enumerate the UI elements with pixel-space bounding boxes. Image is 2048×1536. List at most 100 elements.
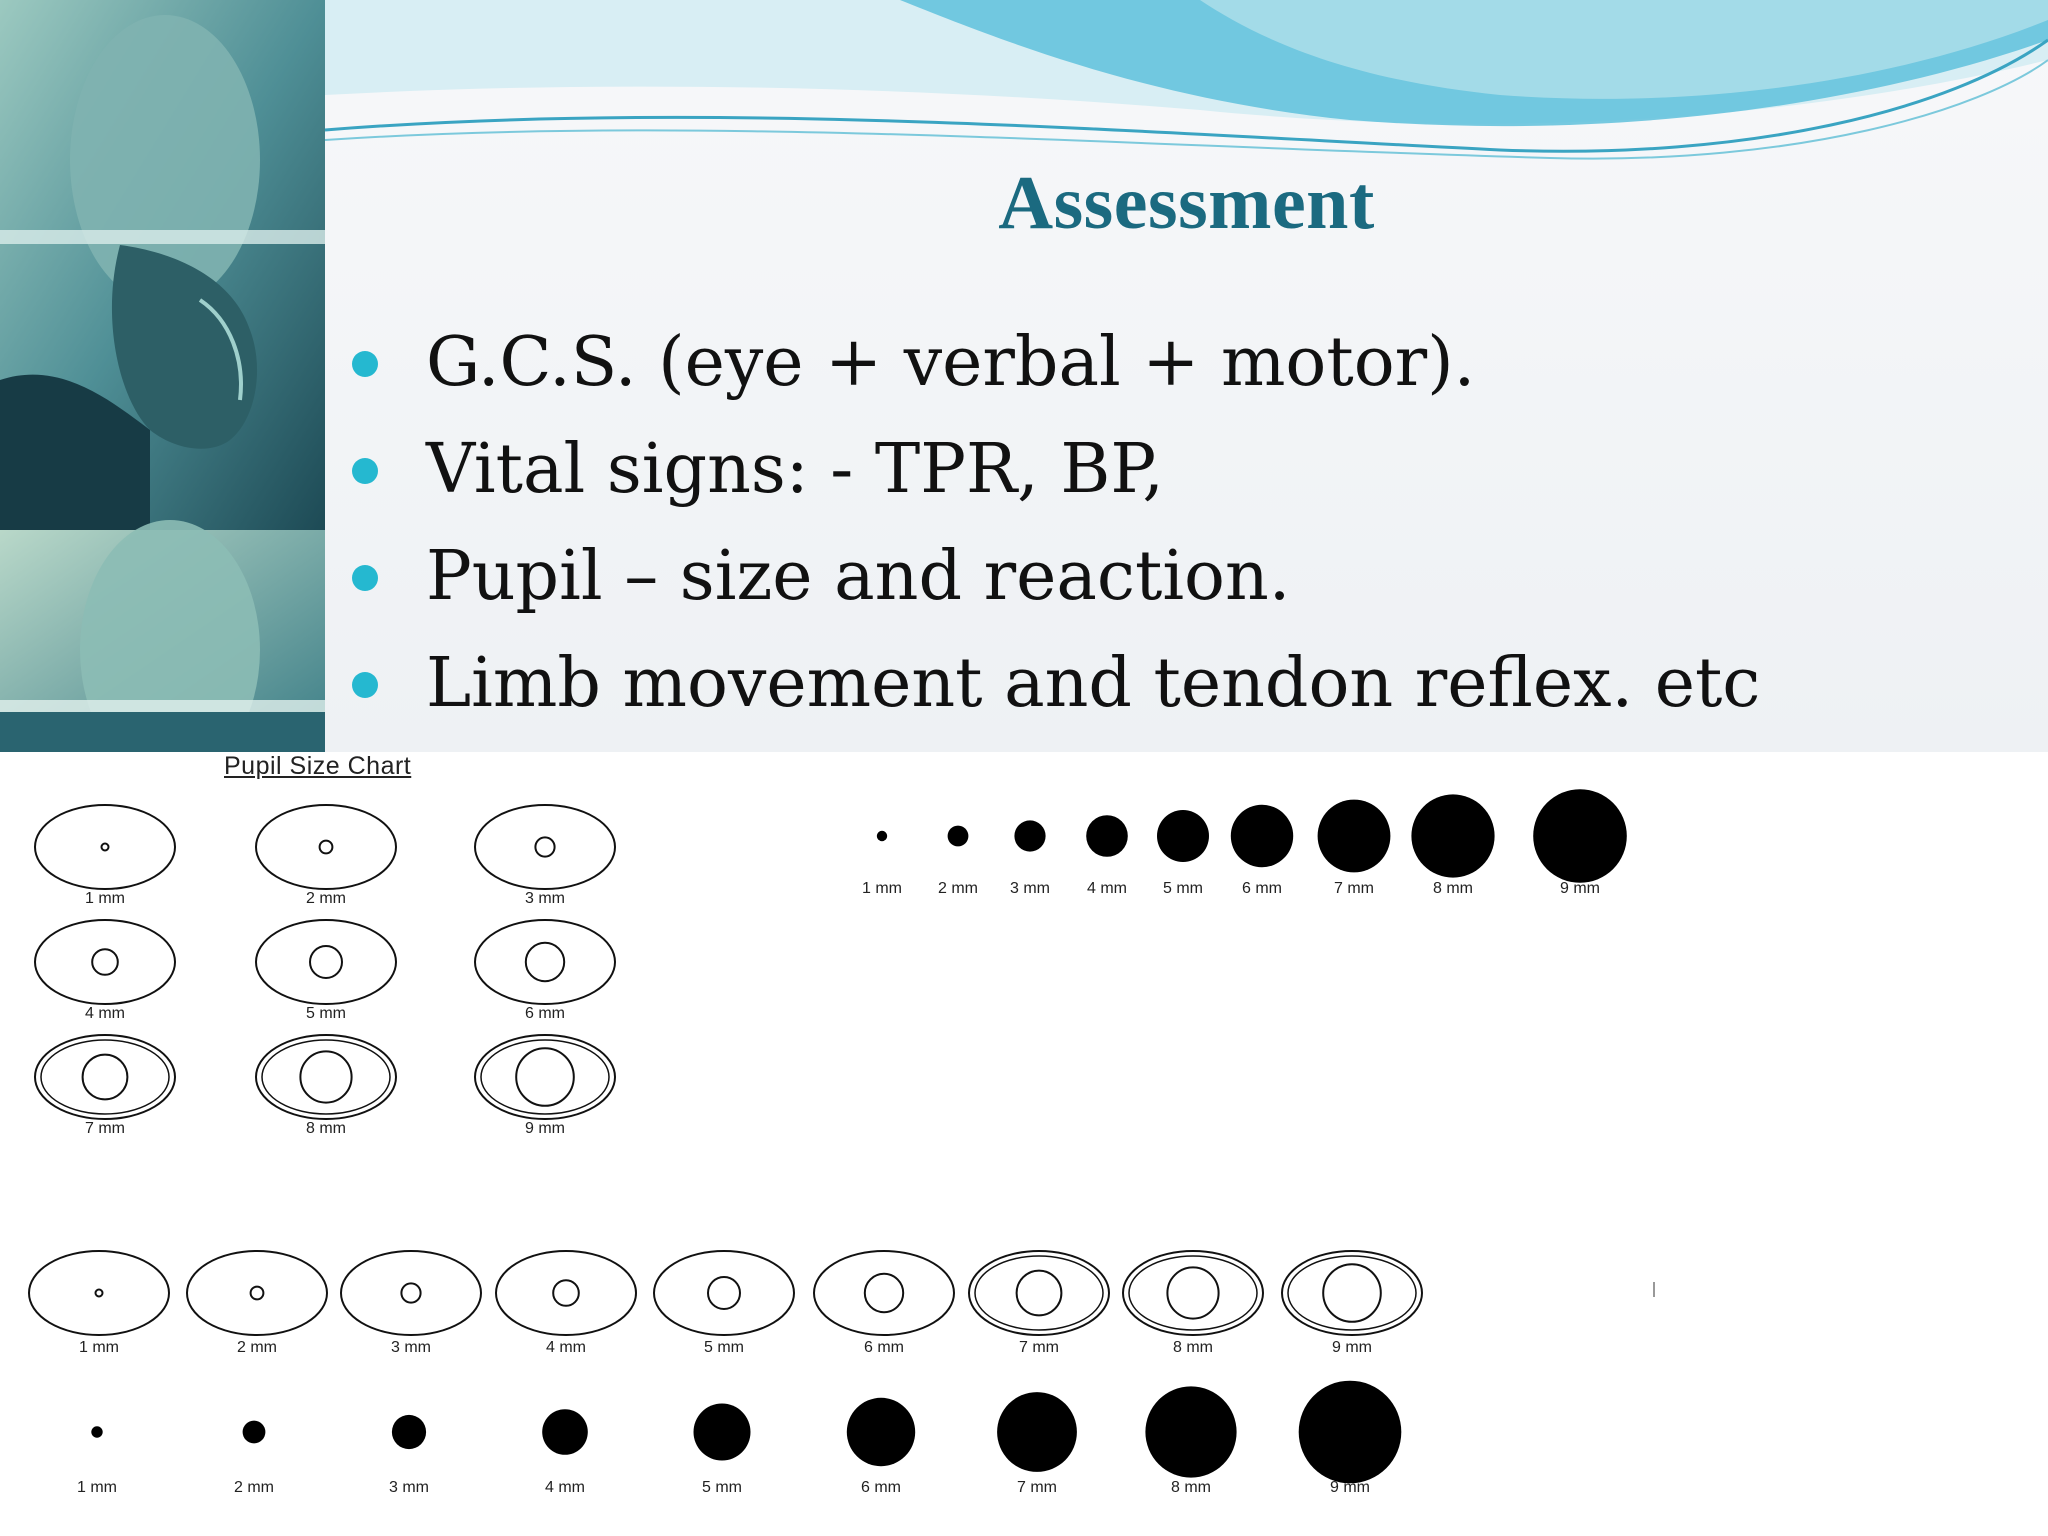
pupil-chart-title: Pupil Size Chart [224,752,412,780]
eye-outline [1122,1250,1264,1336]
pupil-size-label: 4 mm [85,1005,125,1022]
pupil-size-label: 6 mm [864,1339,904,1356]
pupil-circle [707,1276,741,1310]
pupil-dot [1411,794,1495,878]
pupil-size-label: 2 mm [237,1339,277,1356]
pupil-circle [91,948,119,976]
bullet-text: Limb movement and tendon reflex. etc [426,644,1761,723]
pupil-size-label: 4 mm [545,1479,585,1496]
pupil-circle [400,1282,422,1304]
pupil-dot [1086,815,1128,857]
pupil-size-label: 2 mm [234,1479,274,1496]
bullet-dot-icon [352,351,378,377]
eye-outline [28,1250,170,1336]
pupil-size-label: 7 mm [1334,880,1374,897]
pupil-size-label: 3 mm [525,890,565,907]
eye-inner-outline [974,1255,1104,1331]
pupil-size-label: 5 mm [702,1479,742,1496]
eye-outline [474,919,616,1005]
head-painting-image [0,0,325,752]
eye-inner-outline [261,1039,391,1115]
pupil-size-label: 6 mm [861,1479,901,1496]
pupil-circle [309,945,343,979]
eye-outline [495,1250,637,1336]
pupil-dot [242,1420,266,1444]
slide-top: Assessment G.C.S. (eye + verbal + motor)… [0,0,2048,752]
bullet-item-gcs: G.C.S. (eye + verbal + motor). [350,318,1760,425]
decorative-wave [324,0,2048,160]
pupil-size-label: 2 mm [306,890,346,907]
pupil-size-label: 1 mm [862,880,902,897]
pupil-dot [693,1403,751,1461]
pupil-circle [515,1047,575,1107]
pupil-dot [846,1397,916,1467]
bullet-text: G.C.S. (eye + verbal + motor). [426,323,1476,402]
pupil-size-label: 4 mm [546,1339,586,1356]
pupil-size-label: 7 mm [85,1120,125,1137]
eye-outline [1281,1250,1423,1336]
pupil-size-label: 8 mm [1433,880,1473,897]
pupil-circle [863,1272,905,1314]
pupil-circle [1166,1266,1220,1320]
pupil-size-label: 5 mm [704,1339,744,1356]
eye-outline [186,1250,328,1336]
pupil-dot [1145,1386,1237,1478]
bullet-text: Pupil – size and reaction. [426,537,1291,616]
bullet-dot-icon [352,565,378,591]
pupil-dot [1230,804,1294,868]
pupil-dot [947,825,969,847]
pupil-dot [91,1426,103,1438]
pupil-circle [524,941,566,983]
eye-outline [34,804,176,890]
pupil-circle [552,1279,580,1307]
eye-outline [474,804,616,890]
pupil-size-label: 5 mm [306,1005,346,1022]
pupil-size-label: 6 mm [525,1005,565,1022]
bullet-list: G.C.S. (eye + verbal + motor). Vital sig… [350,318,1760,746]
eye-outline [255,1034,397,1120]
pupil-size-label: 1 mm [85,890,125,907]
pupil-size-label: 3 mm [1010,880,1050,897]
bullet-dot-icon [352,458,378,484]
pupil-dot [876,830,888,842]
pupil-dot [542,1409,588,1455]
pupil-circle [318,839,334,855]
slide-title: Assessment [998,161,1375,245]
pupil-dot [1298,1380,1402,1484]
pupil-circle [249,1285,265,1301]
pupil-size-label: 8 mm [1173,1339,1213,1356]
pupil-size-label: 3 mm [391,1339,431,1356]
eye-outline [813,1250,955,1336]
eye-outline [968,1250,1110,1336]
pupil-dot [391,1414,427,1450]
pupil-size-label: 1 mm [79,1339,119,1356]
eye-inner-outline [40,1039,170,1115]
pupil-size-label: 8 mm [306,1120,346,1137]
pupil-dot [1157,810,1209,862]
bullet-item-limb-movement: Limb movement and tendon reflex. etc [350,639,1760,746]
pupil-circle [81,1053,129,1101]
pupil-dot [1533,789,1627,883]
pupil-circle [534,836,556,858]
eye-outline [255,804,397,890]
eye-outline [653,1250,795,1336]
pupil-size-label: 4 mm [1087,880,1127,897]
bullet-dot-icon [352,672,378,698]
pupil-size-label: 2 mm [938,880,978,897]
pupil-size-label: 9 mm [1330,1479,1370,1496]
pupil-size-label: 8 mm [1171,1479,1211,1496]
eye-inner-outline [480,1039,610,1115]
pupil-size-label: 9 mm [525,1120,565,1137]
pupil-dot [1317,799,1391,873]
eye-inner-outline [1287,1255,1417,1331]
pupil-circle [1015,1269,1063,1317]
bullet-text: Vital signs: - TPR, BP, [426,430,1164,509]
pupil-circle [94,1288,104,1298]
pupil-dot [1014,820,1046,852]
pupil-size-label: 1 mm [77,1479,117,1496]
pupil-circle [100,842,110,852]
pupil-size-label: 7 mm [1019,1339,1059,1356]
pupil-size-label: 9 mm [1560,880,1600,897]
pupil-size-label: 5 mm [1163,880,1203,897]
pupil-size-label: 7 mm [1017,1479,1057,1496]
